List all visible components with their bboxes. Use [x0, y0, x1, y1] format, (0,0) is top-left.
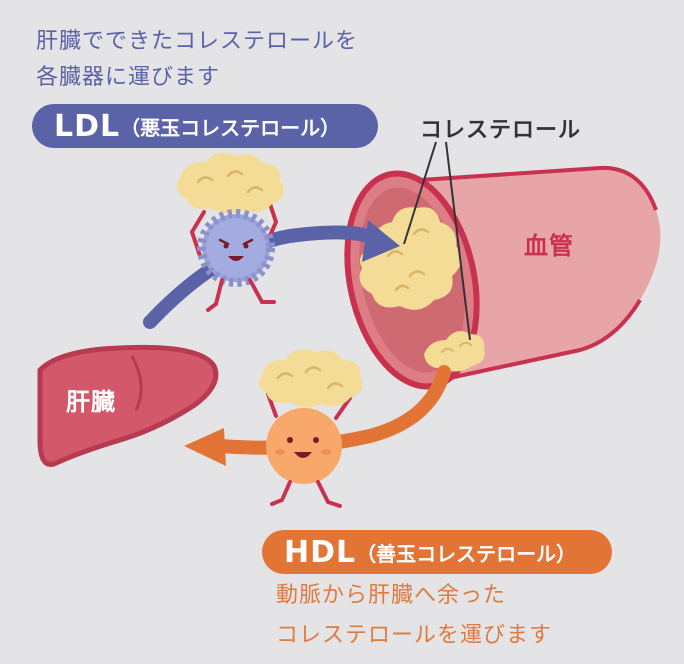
liver-label: 肝臓 — [66, 388, 116, 416]
cholesterol-deposit-large — [359, 207, 462, 310]
liver — [37, 344, 219, 467]
hdl-description: 動脈から肝臓へ余った コレステロールを運びます — [276, 576, 552, 656]
ldl-character — [177, 153, 284, 312]
ldl-subtitle: （悪玉コレステロール） — [120, 115, 341, 140]
hdl-description-line1: 動脈から肝臓へ余った — [276, 583, 507, 608]
cholesterol-deposit-small — [424, 331, 485, 372]
ldl-name: LDL — [54, 108, 121, 144]
ldl-description: 肝臓でできたコレステロールを 各臓器に運びます — [36, 24, 358, 96]
hdl-description-line2: コレステロールを運びます — [276, 623, 553, 648]
cholesterol-label: コレステロール — [420, 118, 582, 143]
hdl-arrow — [184, 365, 451, 466]
ldl-arrow — [143, 220, 400, 329]
ldl-description-line1: 肝臓でできたコレステロールを — [36, 29, 359, 54]
hdl-label-pill: HDL （善玉コレステロール） — [262, 530, 612, 574]
ldl-description-line2: 各臓器に運びます — [36, 65, 221, 90]
ldl-label-pill: LDL （悪玉コレステロール） — [32, 104, 378, 148]
hdl-character — [258, 349, 363, 508]
hdl-name: HDL — [284, 534, 357, 570]
cholesterol-callout-lines — [403, 141, 471, 341]
blood-vessel-label: 血管 — [524, 232, 574, 260]
hdl-subtitle: （善玉コレステロール） — [356, 541, 577, 566]
